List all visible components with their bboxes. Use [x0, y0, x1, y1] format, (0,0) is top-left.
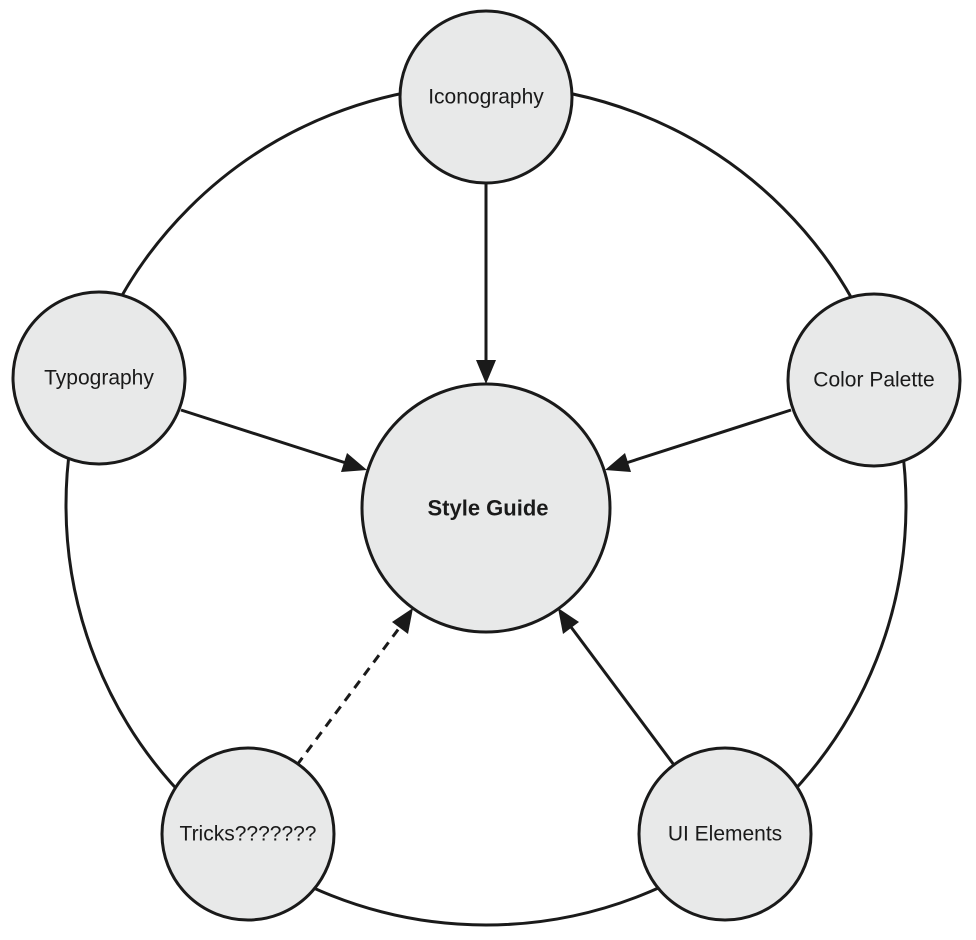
node-tricks-label: Tricks???????	[180, 823, 317, 846]
edge-tricks-to-style-guide	[295, 626, 402, 766]
node-typography-label: Typography	[44, 367, 154, 390]
center-node-label: Style Guide	[427, 496, 548, 521]
node-color-palette-circle	[786, 292, 962, 468]
edge-typography-to-style-guide	[180, 408, 347, 465]
node-iconography-circle	[398, 9, 574, 185]
arrowhead-iconography	[476, 360, 496, 384]
center-node: Style Guide	[360, 382, 612, 634]
node-ui-elements-circle	[637, 746, 813, 922]
node-color-palette-label: Color Palette	[813, 369, 934, 392]
node-tricks-circle	[160, 746, 336, 922]
node-ui-elements: UI Elements	[637, 746, 813, 922]
node-iconography-label: Iconography	[428, 86, 544, 109]
arrowhead-typography	[341, 453, 367, 472]
arrowhead-ui-elements	[558, 608, 579, 634]
center-node-circle	[360, 382, 612, 634]
node-ui-elements-label: UI Elements	[668, 823, 782, 846]
edges	[180, 183, 792, 766]
node-typography-circle	[11, 290, 187, 466]
node-color-palette: Color Palette	[786, 292, 962, 468]
node-iconography: Iconography	[398, 9, 574, 185]
arrowhead-color-palette	[605, 453, 631, 472]
edge-color-palette-to-style-guide	[625, 408, 792, 465]
arrowhead-tricks	[392, 608, 413, 634]
node-tricks: Tricks???????	[160, 746, 336, 922]
node-typography: Typography	[11, 290, 187, 466]
edge-ui-elements-to-style-guide	[569, 626, 676, 766]
